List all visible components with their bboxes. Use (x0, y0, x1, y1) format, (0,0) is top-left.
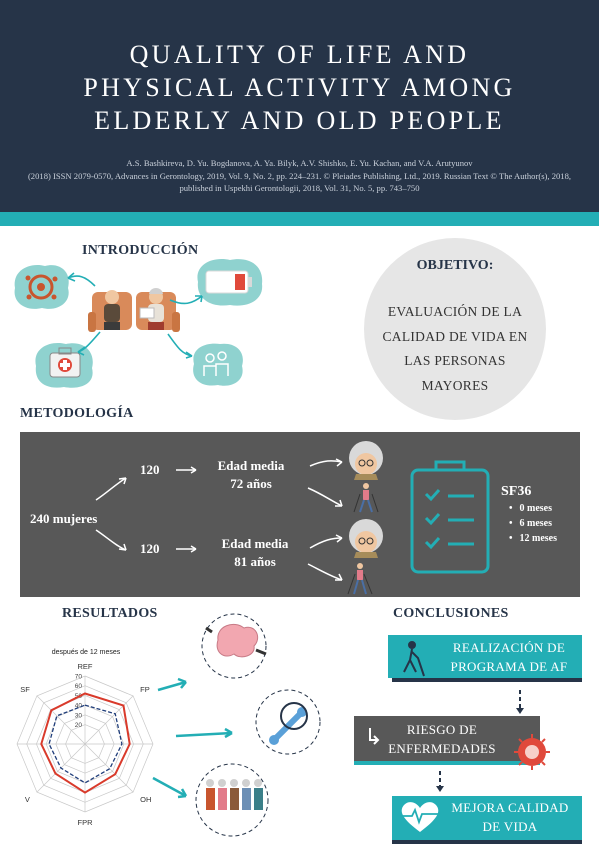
radar-series-line (40, 692, 131, 794)
introduccion-heading: INTRODUCCIÓN (82, 243, 199, 258)
radar-axis-labels: REF FP OH FPR V SF (20, 662, 151, 827)
elderly-woman-icon (349, 441, 383, 480)
box2-background (354, 716, 540, 761)
metodologia-arrows (95, 458, 343, 581)
metodologia-heading: METODOLOGÍA (20, 406, 134, 421)
radar-tick-label: 40 (75, 703, 83, 710)
box2-shadow (354, 761, 540, 765)
group-people-icon (193, 343, 243, 386)
timepoint-item: 0 meses (509, 501, 557, 516)
objetivo-line: CALIDAD DE VIDA EN (382, 328, 528, 344)
arrow-2-head (436, 786, 444, 792)
bone-magnifier-icon (255, 689, 321, 755)
timepoint-item: 12 meses (509, 531, 558, 546)
elderly-group-icon (195, 763, 269, 837)
box1-shadow (392, 678, 582, 682)
box3-shadow (392, 840, 582, 844)
objetivo-line: MAYORES (421, 377, 489, 393)
group2-age-value: 81 años (234, 554, 276, 569)
title-line-3: ELDERLY AND OLD PEOPLE (94, 106, 505, 135)
radar-spoke (84, 743, 134, 793)
heart-pulse-icon (401, 802, 439, 832)
conclusion-1: REALIZACIÓN DE PROGRAMA DE AF (434, 638, 584, 676)
radar-tick-label: 70 (75, 674, 83, 681)
title-line-2: PHYSICAL ACTIVITY AMONG (83, 73, 516, 102)
citation-line: (2018) ISSN 2079-0570, Advances in Geron… (27, 171, 572, 193)
objetivo-heading: OBJETIVO: (416, 258, 494, 273)
group2-age-label: Edad media (221, 536, 289, 551)
group1-age-value: 72 años (230, 476, 272, 491)
group1-age-label: Edad media (217, 458, 285, 473)
radar-series-line (48, 704, 123, 784)
walking-elder-icon (353, 483, 379, 513)
radar-axis-label: OH (140, 795, 151, 804)
radar-axis-label: V (25, 795, 30, 804)
title-line-1: QUALITY OF LIFE AND (129, 40, 470, 69)
intro-arrows (67, 272, 203, 359)
authors-line: A.S. Bashkireva, D. Yu. Bogdanova, A. Ya… (126, 158, 473, 168)
conclusion-3: MEJORA CALIDAD DE VIDA (438, 798, 582, 836)
chart-title: después de 12 meses (52, 649, 121, 656)
sf36-label: SF36 (501, 484, 532, 499)
header-stripe (0, 212, 599, 226)
objetivo-circle (364, 238, 546, 420)
group2-age: Edad media 81 años (212, 535, 298, 571)
conclusiones-heading: CONCLUSIONES (393, 606, 509, 621)
radar-axis-label: FPR (78, 818, 94, 827)
virus-icon (14, 264, 69, 309)
conclusion-3-line: DE VIDA (482, 819, 538, 834)
conclusion-2: RIESGO DE ENFERMEDADES (374, 720, 510, 758)
radar-axis-label: SF (20, 685, 30, 694)
resultados-arrows (152, 677, 233, 799)
brain-exercise-icon (201, 613, 267, 679)
radar-tick-label: 60 (75, 683, 83, 690)
radar-series (40, 692, 131, 794)
box1-background (388, 635, 582, 678)
medical-kit-icon (35, 342, 93, 388)
group2-count: 120 (140, 541, 160, 556)
virus-icon (514, 734, 550, 770)
objetivo-line: EVALUACIÓN DE LA (387, 304, 523, 319)
elderly-woman-icon (349, 519, 383, 558)
radar-spoke (84, 695, 134, 745)
header-banner (0, 0, 599, 212)
group1-count: 120 (140, 462, 160, 477)
objetivo-text: EVALUACIÓN DE LA CALIDAD DE VIDA EN LAS … (364, 300, 546, 398)
radar-axis-label: FP (140, 685, 150, 694)
total-participants: 240 mujeres (30, 511, 98, 526)
timepoint-list: 0 meses 6 meses 12 meses (509, 501, 558, 546)
down-right-arrow-icon (369, 728, 380, 745)
radar-spoke (36, 695, 86, 745)
resultados-heading: RESULTADOS (62, 606, 158, 621)
radar-axis-label: REF (78, 662, 93, 671)
battery-icon (197, 259, 263, 306)
group1-age: Edad media 72 años (208, 457, 294, 493)
conclusion-1-line: PROGRAMA DE AF (450, 659, 568, 674)
timepoint-item: 6 meses (509, 516, 557, 531)
arrow-1-head (516, 708, 524, 714)
conclusion-1-line: REALIZACIÓN DE (452, 640, 566, 655)
conclusion-2-line: RIESGO DE (406, 722, 478, 737)
walker-icon (403, 641, 425, 677)
elderly-couple-illustration (88, 288, 180, 332)
radar-tick-label: 20 (75, 722, 83, 729)
clipboard-checklist-icon (410, 460, 490, 574)
walking-elder-icon (347, 563, 373, 595)
radar-tick-label: 30 (75, 712, 83, 719)
conclusion-2-line: ENFERMEDADES (388, 741, 496, 756)
conclusion-3-line: MEJORA CALIDAD (451, 800, 569, 815)
poster-title: QUALITY OF LIFE AND PHYSICAL ACTIVITY AM… (0, 38, 599, 137)
objetivo-line: LAS PERSONAS (404, 353, 506, 368)
